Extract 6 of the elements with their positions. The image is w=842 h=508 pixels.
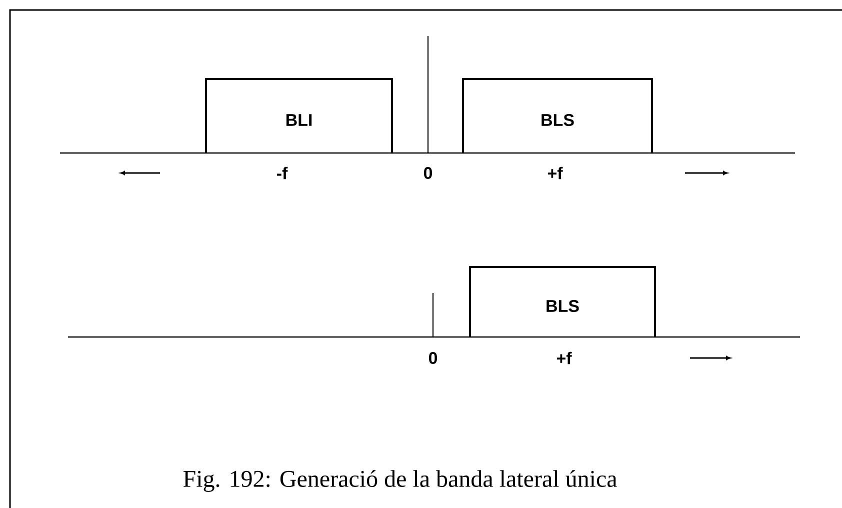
figure-caption: Fig. 192: Generació de la banda lateral única — [183, 470, 617, 492]
sideband-block: BLI — [205, 78, 393, 153]
sideband-block: BLS — [469, 266, 656, 337]
axis-label: 0 — [424, 166, 432, 180]
sideband-block: BLS — [462, 78, 654, 153]
axis-label: 0 — [428, 352, 438, 364]
